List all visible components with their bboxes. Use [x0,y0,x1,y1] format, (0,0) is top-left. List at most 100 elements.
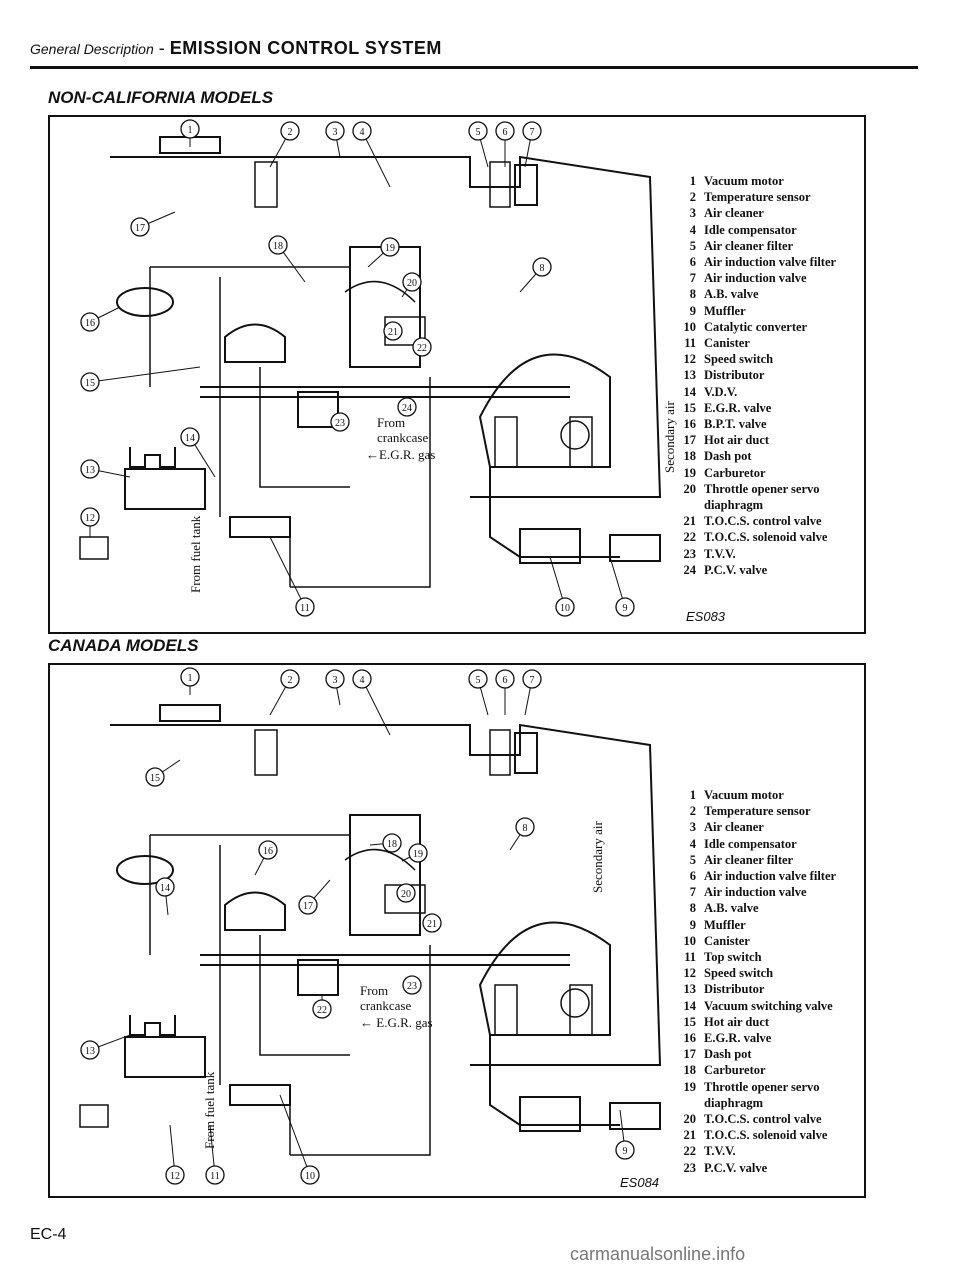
callout-circle [280,669,300,689]
leader-line [279,1094,311,1176]
callout-circle [180,667,200,687]
callout-number: 9 [623,1146,628,1157]
legend-label: A.B. valve [704,901,759,916]
page-number: EC-4 [30,1226,67,1243]
leader-line [269,536,306,608]
legend-number: 8 [689,287,696,302]
legend-number: 23 [683,546,697,561]
legend-number [674,1095,696,1111]
intake-manifold [200,954,570,966]
legend-label: P.C.V. valve [704,562,768,577]
legend-label: Air cleaner filter [704,852,794,867]
leader-line [89,366,201,383]
legend-label: Air cleaner [704,820,764,835]
vacuum-motor [159,704,221,722]
callout-number: 24 [402,403,412,414]
legend-label: T.V.V. [704,1144,736,1159]
air-induction-valve-filter [489,161,511,208]
legend-label: Idle compensator [704,222,797,237]
legend-label: Canister [704,933,750,948]
temperature-sensor [254,161,278,208]
egr-gas-label: ← E.G.R. gas [360,1015,433,1030]
legend-number: 20 [683,481,697,496]
bpt-valve [116,287,174,317]
callout-circle [495,669,515,689]
tvv [297,391,339,428]
legend-number: 21 [683,514,697,529]
callout-circle [402,975,422,995]
callout-circle [412,337,432,357]
engine-cylinder [569,416,593,468]
callout-number: 17 [135,223,145,234]
muffler [609,534,661,562]
vacuum-hose [149,266,350,517]
vacuum-hose [149,834,350,1085]
callout-number: 19 [385,243,395,254]
piston [560,988,590,1018]
legend-label: Hot air duct [704,433,770,448]
callout-circle [180,427,200,447]
legend-label: Air cleaner filter [704,238,794,253]
leader-line [361,678,391,736]
legend-number: 21 [683,1128,697,1143]
callout-circle [145,767,165,787]
legend-number: 9 [689,303,696,318]
callout-circle [312,999,332,1019]
section-name: General Description [30,41,154,57]
legend-item: 17 Hot air duct [674,432,836,448]
speed-switch [79,1104,109,1128]
legend-label: A.B. valve [704,287,759,302]
legend-label: Canister [704,336,750,351]
legend-number: 11 [684,336,696,351]
callout-circle [155,877,175,897]
speed-switch [79,536,109,560]
header-rule [30,66,918,69]
callout-circle [280,121,300,141]
callout-circle [258,840,278,860]
legend-number: 17 [683,433,697,448]
callout-circle [396,883,416,903]
intake-manifold [200,386,570,398]
throttle-linkage [344,848,416,871]
callout-number: 2 [288,675,293,686]
catalytic-converter [519,528,581,564]
figure-code: ES084 [620,1175,660,1190]
callout-number: 10 [305,1171,315,1182]
distributor [124,1036,206,1078]
legend-label: E.G.R. valve [704,1031,772,1046]
legend-number: 23 [683,1160,697,1175]
legend-label: Air induction valve filter [704,869,837,884]
legend-number: 6 [689,255,696,270]
legend-label: Muffler [704,917,746,932]
callout-circle [515,817,535,837]
page-header: General Description - EMISSION CONTROL S… [30,38,442,59]
callout-number: 8 [523,823,528,834]
legend-number: 12 [683,966,697,981]
callout-circle [325,121,345,141]
legend-label: Air induction valve [704,885,807,900]
legend-label: P.C.V. valve [704,1160,768,1175]
legend-item: diaphragm [674,1095,836,1111]
legend-number: 3 [689,206,696,221]
callout-circle [382,833,402,853]
egr-gas-label: ←E.G.R. gas [366,447,436,462]
callout-number: 13 [85,465,95,476]
legend-number: 18 [683,1063,697,1078]
